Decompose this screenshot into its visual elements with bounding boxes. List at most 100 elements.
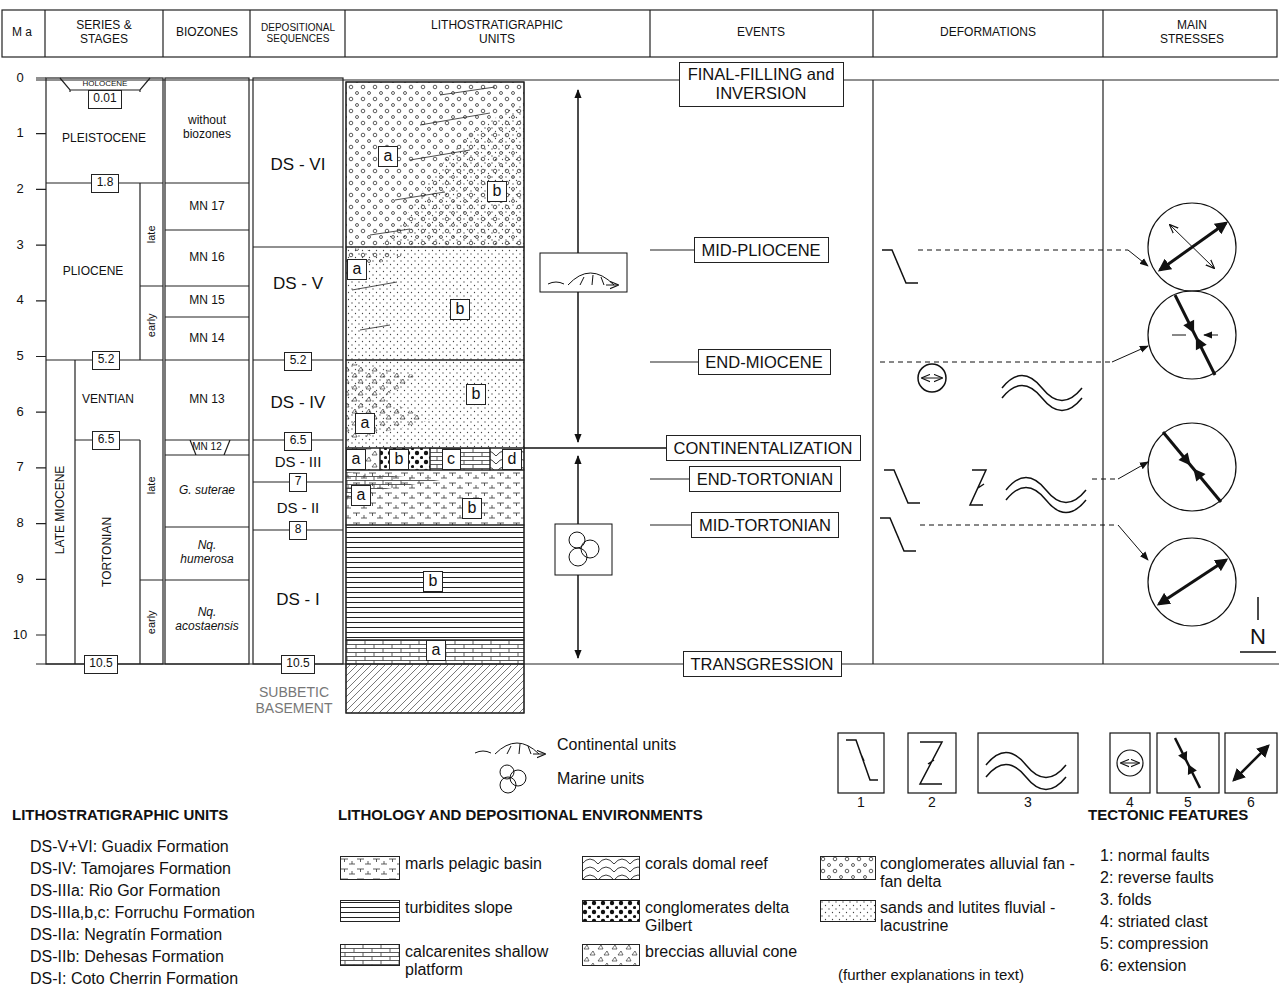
sequence-name: DS - IV	[271, 393, 326, 413]
node-text: b	[468, 499, 477, 517]
stage-part: early	[145, 313, 158, 337]
unit-letter-box: b	[466, 384, 486, 405]
node-text: MID-PLIOCENE	[701, 241, 820, 260]
event-box: MID-TORTONIAN	[691, 512, 839, 538]
biozone-name: MN 12	[192, 441, 221, 453]
age-axis-label: 1	[16, 126, 23, 141]
column-header: DEPOSITIONAL SEQUENCES	[252, 22, 344, 45]
epoch-name: PLIOCENE	[63, 265, 124, 279]
node-text: END-TORTONIAN	[697, 470, 834, 489]
column-header: M a	[12, 26, 32, 40]
node-text: a	[353, 260, 362, 278]
legend-swatch	[820, 900, 876, 922]
node-text: 6.5	[98, 433, 115, 447]
node-text: END-MIOCENE	[705, 353, 822, 372]
unit-letter-box: b	[423, 571, 443, 592]
age-box: 6.5	[284, 432, 312, 451]
legend-text: conglomerates alluvial fan - fan delta	[880, 855, 1075, 892]
unit-letter-box: a	[426, 640, 446, 661]
age-box: 10.5	[84, 655, 118, 674]
age-box: 8	[289, 521, 307, 540]
symbol-number: 3	[1024, 794, 1032, 810]
node-text: b	[429, 572, 438, 590]
column-header: SERIES & STAGES	[64, 19, 144, 47]
node-text: MID-TORTONIAN	[699, 516, 831, 535]
unit-letter-box: a	[346, 449, 366, 470]
section-heading: TECTONIC FEATURES	[1088, 806, 1248, 823]
age-box: 5.2	[92, 351, 120, 370]
sequence-name: DS - VI	[271, 155, 326, 175]
stage-name: VENTIAN	[82, 393, 134, 407]
legend-swatch	[340, 856, 400, 880]
lithostratigraphic-column	[346, 82, 524, 713]
north-label: N	[1250, 624, 1266, 649]
age-box: 0.01	[88, 90, 122, 109]
legend-swatch	[582, 900, 640, 922]
age-axis-label: 2	[16, 182, 23, 197]
node-text: 7	[295, 475, 302, 489]
event-box: TRANSGRESSION	[683, 651, 842, 677]
unit-letter-box: a	[355, 413, 375, 434]
biozone-name: MN 17	[189, 200, 224, 214]
sequence-name: DS - V	[273, 274, 323, 294]
event-box: END-MIOCENE	[698, 349, 831, 375]
biozone-name: MN 15	[189, 294, 224, 308]
legend-swatch	[582, 856, 640, 880]
formation-line: DS-IIb: Dehesas Formation	[30, 948, 224, 966]
formation-line: DS-IIIa: Rio Gor Formation	[30, 882, 220, 900]
sequence-name: DS - III	[275, 453, 322, 470]
node-text: b	[395, 450, 404, 468]
node-text: 8	[295, 523, 302, 537]
node-text: b	[472, 385, 481, 403]
deformation-symbols	[880, 250, 1148, 560]
unit-letter-box: a	[347, 259, 367, 280]
unit-letter-box: c	[442, 449, 461, 470]
tectonic-key-line: 2: reverse faults	[1100, 869, 1214, 887]
node-text: CONTINENTALIZATION	[673, 439, 852, 458]
biozone-name: Nq. acostaensis	[167, 606, 247, 634]
sequence-name: DS - I	[276, 590, 319, 610]
age-box: 10.5	[281, 655, 315, 674]
unit-letter-box: b	[462, 498, 482, 519]
biozone-name: G. suterae	[179, 484, 235, 498]
unit-letter-box: a	[378, 146, 398, 167]
biozone-name: Nq. humerosa	[172, 539, 242, 567]
age-box: 1.8	[91, 174, 119, 193]
age-box: 6.5	[92, 431, 120, 450]
node-text: a	[432, 641, 441, 659]
column-header: LITHOSTRATIGRAPHIC UNITS	[412, 19, 582, 47]
stress-circles	[1148, 203, 1276, 652]
legend-text: Continental units	[557, 736, 676, 754]
event-box: CONTINENTALIZATION	[666, 435, 861, 461]
note: (further explanations in text)	[838, 966, 1024, 983]
section-heading: LITHOSTRATIGRAPHIC UNITS	[12, 806, 228, 823]
node-text: b	[493, 182, 502, 200]
age-axis-label: 7	[16, 460, 23, 475]
tectonic-key-line: 6: extension	[1100, 957, 1186, 975]
epoch-name: LATE MIOCENE	[54, 466, 68, 554]
legend-swatch	[820, 856, 876, 880]
biozone-name: without biozones	[171, 114, 243, 142]
legend-swatch	[473, 733, 547, 757]
unit-letter-box: d	[502, 449, 522, 470]
formation-line: DS-IIa: Negratín Formation	[30, 926, 222, 944]
symbol-number: 2	[928, 794, 936, 810]
legend-text: calcarenites shallow platform	[405, 943, 570, 980]
epoch-name: HOLOCENE	[83, 79, 128, 88]
age-axis-label: 10	[13, 628, 27, 643]
node-text: a	[357, 486, 366, 504]
biozone-name: MN 13	[189, 393, 224, 407]
node-text: a	[384, 147, 393, 165]
age-axis-label: 4	[16, 293, 23, 308]
legend-swatch	[340, 900, 400, 922]
legend-swatch	[340, 944, 400, 966]
event-box: END-TORTONIAN	[689, 466, 841, 492]
column-header: BIOZONES	[176, 26, 238, 40]
stage-part: early	[145, 610, 158, 634]
age-axis-label: 3	[16, 238, 23, 253]
node-text: 1.8	[97, 176, 114, 190]
biozone-name: MN 16	[189, 251, 224, 265]
basement-label: SUBBETIC BASEMENT	[246, 684, 342, 716]
age-axis-label: 5	[16, 349, 23, 364]
unit-letter-box: b	[487, 181, 507, 202]
